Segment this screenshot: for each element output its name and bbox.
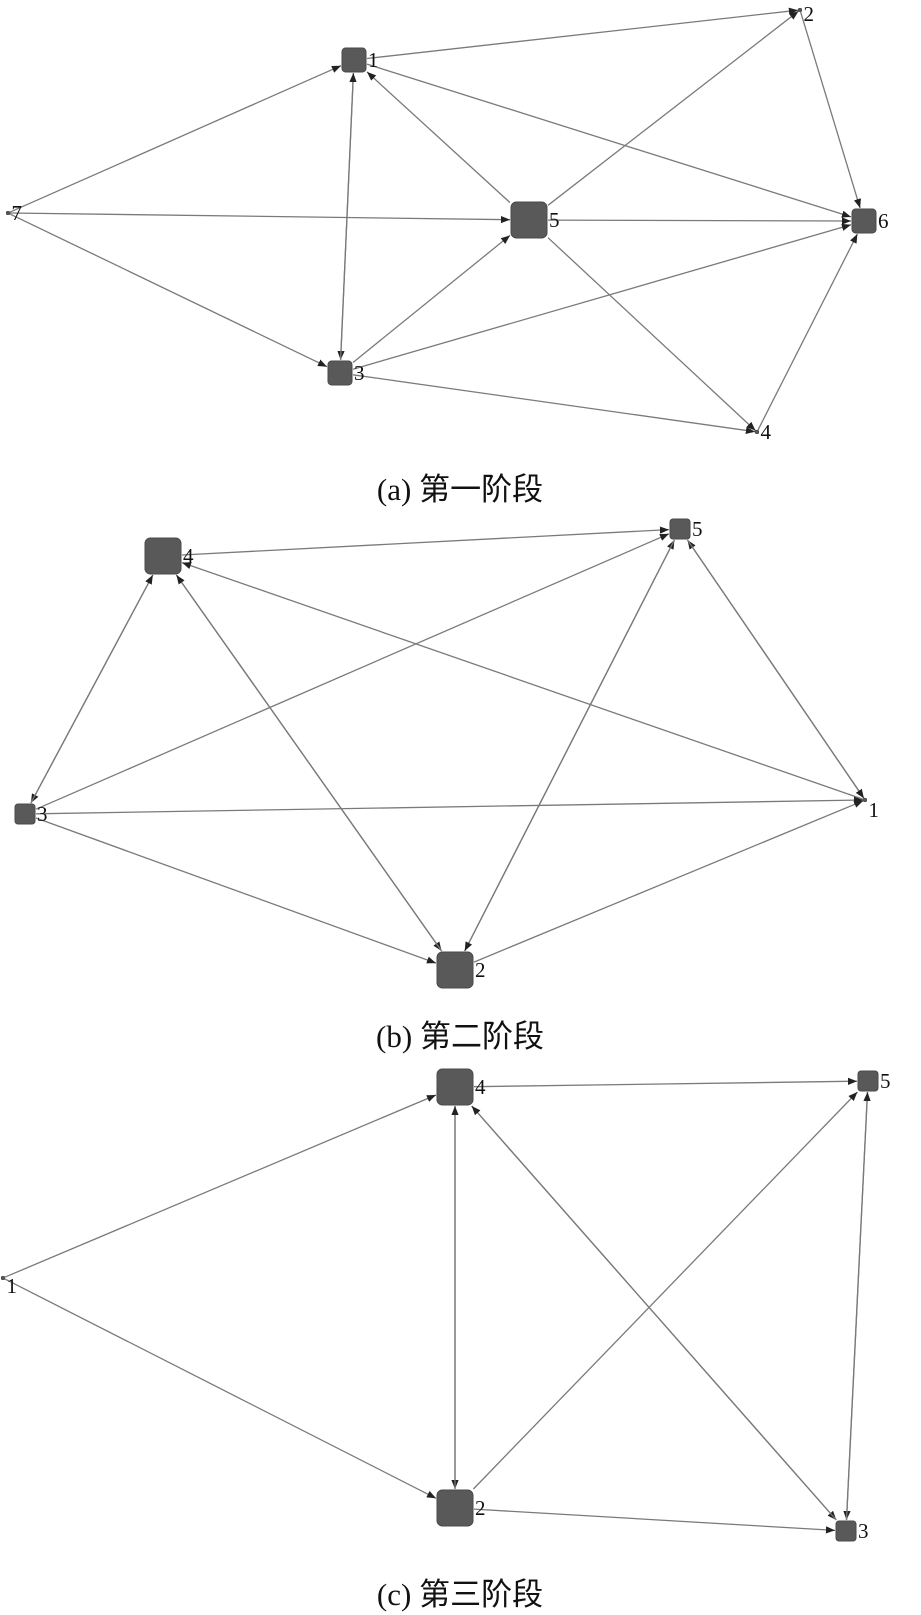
node-3[interactable]: 3	[835, 1519, 869, 1543]
node-4-marker	[436, 1068, 474, 1106]
node-1-marker	[341, 47, 367, 73]
node-4-label: 4	[475, 1075, 486, 1099]
node-2-marker	[436, 951, 474, 989]
node-6-marker	[851, 208, 877, 234]
node-1-marker	[863, 798, 867, 802]
edge-2-to-1	[473, 800, 864, 963]
node-5-label: 5	[549, 208, 560, 232]
node-5[interactable]: 5	[510, 201, 560, 239]
edge-2-to-6	[799, 11, 861, 209]
panel-a-graph: 1 2 3 4 5 6 7 (a) 第一阶段	[6, 2, 889, 507]
panel-a-caption: (a) 第一阶段	[377, 472, 543, 507]
node-1[interactable]: 1	[1, 1274, 18, 1298]
edge-3-to-2	[35, 817, 437, 964]
edge-2-to-5	[472, 1091, 858, 1490]
node-3[interactable]: 3	[14, 802, 48, 826]
edge-3-to-5	[352, 234, 511, 364]
edge-5-to-1	[686, 539, 865, 799]
panel-b-graph: 1 2 3 4 5 (b) 第二阶段	[14, 517, 880, 1054]
node-1-label: 1	[7, 1274, 18, 1298]
panel-c-nodes: 1 2 3 4 5	[1, 1068, 891, 1543]
edge-1-to-4	[181, 561, 864, 800]
node-2[interactable]: 2	[798, 2, 815, 26]
node-5-label: 5	[692, 517, 703, 541]
panel-b-edges	[30, 526, 865, 964]
edge-3-to-4	[352, 374, 756, 435]
node-1-label: 1	[368, 48, 379, 72]
node-3-marker	[327, 360, 353, 386]
panel-c-edges	[4, 1077, 871, 1534]
panel-b-caption: (b) 第二阶段	[376, 1019, 544, 1054]
node-4[interactable]: 4	[755, 420, 772, 444]
panel-b-nodes: 1 2 3 4 5	[14, 517, 880, 989]
node-4[interactable]: 4	[144, 537, 194, 575]
node-6[interactable]: 6	[851, 208, 889, 234]
edge-1-to-2	[366, 7, 799, 60]
edge-3-to-5	[845, 1091, 871, 1521]
node-5-marker	[510, 201, 548, 239]
node-3-marker	[14, 803, 36, 825]
node-3[interactable]: 3	[327, 360, 365, 386]
node-5-label: 5	[880, 1069, 891, 1093]
edge-5-to-4	[547, 237, 756, 432]
node-1[interactable]: 1	[863, 798, 880, 822]
node-2[interactable]: 2	[436, 951, 486, 989]
node-4[interactable]: 4	[436, 1068, 486, 1106]
panel-a-edges	[9, 7, 861, 435]
node-4-label: 4	[761, 420, 772, 444]
node-4-label: 4	[183, 544, 194, 568]
edge-5-to-2	[547, 10, 799, 206]
edge-7-to-5	[9, 212, 511, 224]
edge-3-to-5	[35, 533, 670, 810]
edge-4-to-5	[473, 1077, 858, 1088]
node-4-marker	[755, 430, 759, 434]
node-1[interactable]: 1	[341, 47, 379, 73]
node-1-label: 1	[869, 798, 880, 822]
edge-4-to-5	[181, 526, 670, 556]
edge-3-to-1	[339, 72, 357, 361]
node-5[interactable]: 5	[857, 1069, 891, 1093]
node-2-label: 2	[475, 958, 486, 982]
node-3-label: 3	[354, 361, 365, 385]
node-3-label: 3	[858, 1519, 869, 1543]
edge-5-to-6	[547, 217, 852, 225]
node-7[interactable]: 7	[6, 201, 23, 225]
panel-a-nodes: 1 2 3 4 5 6 7	[6, 2, 889, 444]
node-7-marker	[6, 211, 10, 215]
node-7-label: 7	[12, 201, 23, 225]
node-5[interactable]: 5	[669, 517, 703, 541]
edge-3-to-4	[30, 574, 154, 804]
edge-1-to-4	[4, 1094, 437, 1278]
edge-3-to-4	[471, 1105, 837, 1521]
edge-3-to-1	[35, 796, 864, 815]
node-2-label: 2	[475, 1496, 486, 1520]
node-2-marker	[436, 1489, 474, 1527]
node-5-marker	[857, 1070, 879, 1092]
node-5-marker	[669, 518, 691, 540]
node-1-marker	[1, 1276, 5, 1280]
edge-7-to-3	[9, 213, 328, 368]
edge-5-to-2	[464, 539, 675, 952]
edge-2-to-4	[175, 574, 443, 952]
edge-3-to-6	[352, 223, 852, 370]
edge-2-to-3	[473, 1508, 836, 1534]
edge-4-to-6	[757, 233, 858, 431]
node-2[interactable]: 2	[436, 1489, 486, 1527]
node-3-marker	[835, 1520, 857, 1542]
node-2-label: 2	[804, 2, 815, 26]
panel-c-caption: (c) 第三阶段	[377, 1577, 543, 1612]
edge-1-to-2	[4, 1278, 437, 1499]
node-4-marker	[144, 537, 182, 575]
edge-5-to-1	[366, 71, 511, 204]
panel-c-graph: 1 2 3 4 5 (c) 第三阶段	[1, 1068, 891, 1612]
node-3-label: 3	[37, 802, 48, 826]
node-2-marker	[798, 8, 802, 12]
edge-7-to-1	[9, 65, 342, 213]
edge-1-to-6	[366, 63, 852, 218]
node-6-label: 6	[878, 209, 889, 233]
